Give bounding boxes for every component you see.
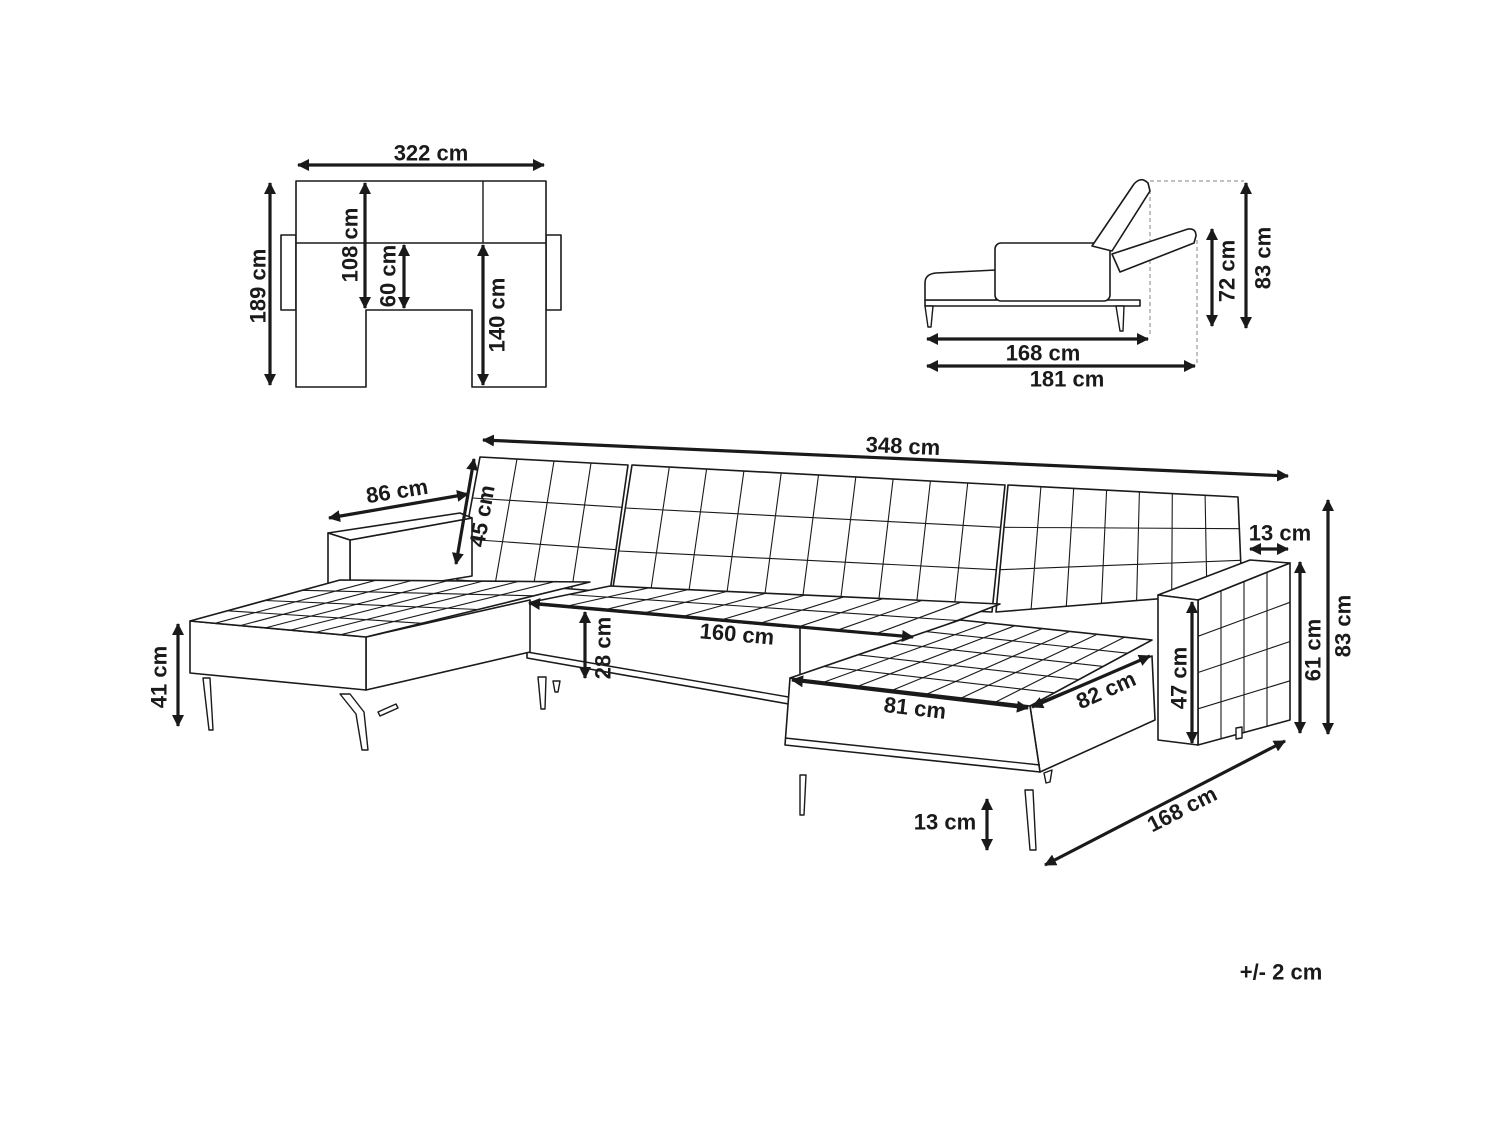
plan-armrest-left [280, 234, 297, 311]
total-width-label: 348 cm [865, 432, 941, 460]
chaise-length-label: 168 cm [1143, 781, 1221, 837]
side-reclined-height-label: 72 cm [1215, 240, 1240, 302]
backrest-height-arrow [451, 458, 479, 565]
side-seat-cushion [994, 242, 1111, 302]
chaise-length-arrow [1044, 739, 1286, 867]
main-view: 348 cm 86 cm 45 cm 13 cm 83 cm 61 cm 47 … [147, 432, 1356, 867]
cushion-height-label: 28 cm [591, 617, 616, 679]
side-backrest-upright [1091, 178, 1151, 252]
seat-width-arrow [528, 597, 914, 643]
side-bed-length-label: 168 cm [1006, 341, 1081, 366]
plan-chaise-length-label: 140 cm [485, 278, 510, 353]
plan-view: 322 cm 189 cm 108 cm 60 cm 140 cm [246, 141, 562, 388]
leg-height-label: 13 cm [914, 810, 976, 835]
middle-leg-left [537, 676, 547, 710]
armrest-thickness-label: 13 cm [1249, 521, 1311, 546]
backrest-right-tufting [999, 486, 1241, 610]
chaise-depth-arrow [1031, 654, 1151, 709]
plan-seat-depth-label: 60 cm [376, 245, 401, 307]
backrest-middle-tufting [618, 466, 1001, 611]
middle-leg-right [552, 680, 561, 693]
armrest-inner-height-label: 47 cm [1167, 647, 1192, 709]
plan-armrest-right [545, 234, 562, 311]
right-chaise-base-line [784, 737, 1041, 766]
seat-height-label: 41 cm [147, 646, 172, 708]
side-total-length-label: 181 cm [1030, 367, 1105, 392]
armrest-length-arrow [328, 489, 469, 523]
plan-depth-label: 189 cm [246, 249, 271, 324]
left-chaise-tufting [214, 579, 555, 636]
left-chaise-leg-side [377, 703, 399, 717]
total-width-arrow [482, 434, 1289, 482]
right-armrest-tufting [1197, 572, 1291, 739]
side-view: 72 cm 83 cm 168 cm 181 cm [924, 178, 1276, 392]
middle-seat-base-line [526, 651, 801, 700]
side-leg-back [1115, 305, 1125, 332]
right-chaise-leg-front [799, 774, 807, 816]
backrest-left-tufting [464, 458, 623, 590]
side-height-label: 83 cm [1251, 227, 1276, 289]
side-dashed-guides [1149, 180, 1244, 364]
plan-width-label: 322 cm [394, 141, 469, 166]
plan-backrest-line [296, 181, 546, 244]
side-leg-front [924, 305, 934, 328]
left-chaise-leg-corner [339, 693, 369, 751]
right-chaise-leg-corner [1024, 789, 1037, 851]
total-height-label: 83 cm [1331, 595, 1356, 657]
side-chaise-extension [924, 269, 997, 301]
side-backrest-reclined [1111, 228, 1197, 273]
left-chaise-leg-front [202, 677, 214, 731]
chaise-width-arrow [791, 675, 1029, 713]
plan-seat-depth-total-label: 108 cm [338, 208, 363, 283]
right-chaise-leg-side [1043, 769, 1053, 784]
right-armrest-leg [1235, 726, 1243, 740]
armrest-height-label: 61 cm [1301, 619, 1326, 681]
tolerance-note: +/- 2 cm [1240, 960, 1323, 985]
